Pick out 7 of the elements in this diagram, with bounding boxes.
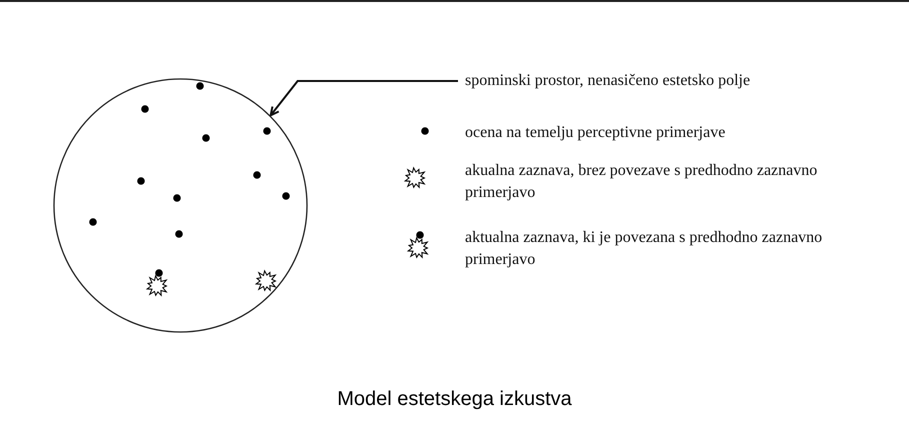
legend-text: aktualna zaznava, ki je povezana s predhodno zaznavno primerjavo	[465, 228, 824, 270]
leader-arrow	[270, 80, 458, 116]
legend-text: akualna zaznava, brez povezave s predhodno zaznavno primerjavo	[465, 161, 818, 203]
legend-text: ocena na temelju perceptivne primerjave	[465, 123, 726, 143]
callout-text: spominski prostor, nenasičeno estetsko polje	[458, 70, 905, 92]
caption: Model estetskega izkustva	[337, 388, 572, 410]
memory-space-circle	[53, 78, 308, 333]
